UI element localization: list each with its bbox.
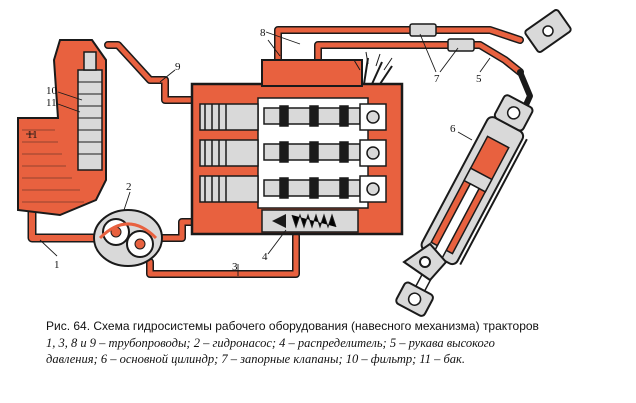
- pipelines: [27, 26, 533, 278]
- callout-1: 1: [54, 259, 60, 271]
- callout-5: 5: [476, 73, 482, 85]
- shutoff-valves: [409, 23, 475, 52]
- callout-11: 11: [46, 97, 57, 109]
- control-levers: [363, 57, 393, 85]
- callout-2: 2: [126, 181, 132, 193]
- callout-labels: 10 11 11 2 1 3 4 8 9 7 5 6: [27, 27, 482, 273]
- caption-legend-line-1: 1, 3, 8 и 9 – трубопроводы; 2 – гидронас…: [46, 335, 495, 350]
- caption-title: Рис. 64. Схема гидросистемы рабочего обо…: [46, 319, 539, 333]
- callout-7: 7: [434, 73, 440, 85]
- callout-6: 6: [450, 123, 456, 135]
- tank: [17, 39, 107, 217]
- main-cylinder: [395, 94, 534, 317]
- callout-3: 3: [232, 261, 238, 273]
- callout-11b: 11: [27, 129, 38, 141]
- spool-valves: [199, 103, 387, 203]
- leader-lines: [26, 31, 491, 276]
- filter: [77, 51, 103, 171]
- pipe-9: [104, 41, 204, 104]
- hose-coupling: [524, 9, 572, 53]
- cylinder-mount: [402, 242, 448, 282]
- callout-8: 8: [260, 27, 266, 39]
- pump: [93, 209, 163, 267]
- caption-legend-line-2: давления; 6 – основной цилиндр; 7 – запо…: [46, 352, 465, 366]
- callout-10: 10: [46, 85, 58, 97]
- figure-caption: Рис. 64. Схема гидросистемы рабочего обо…: [46, 318, 631, 368]
- callout-4: 4: [262, 251, 268, 263]
- distributor: [190, 51, 404, 236]
- callout-9: 9: [175, 61, 181, 73]
